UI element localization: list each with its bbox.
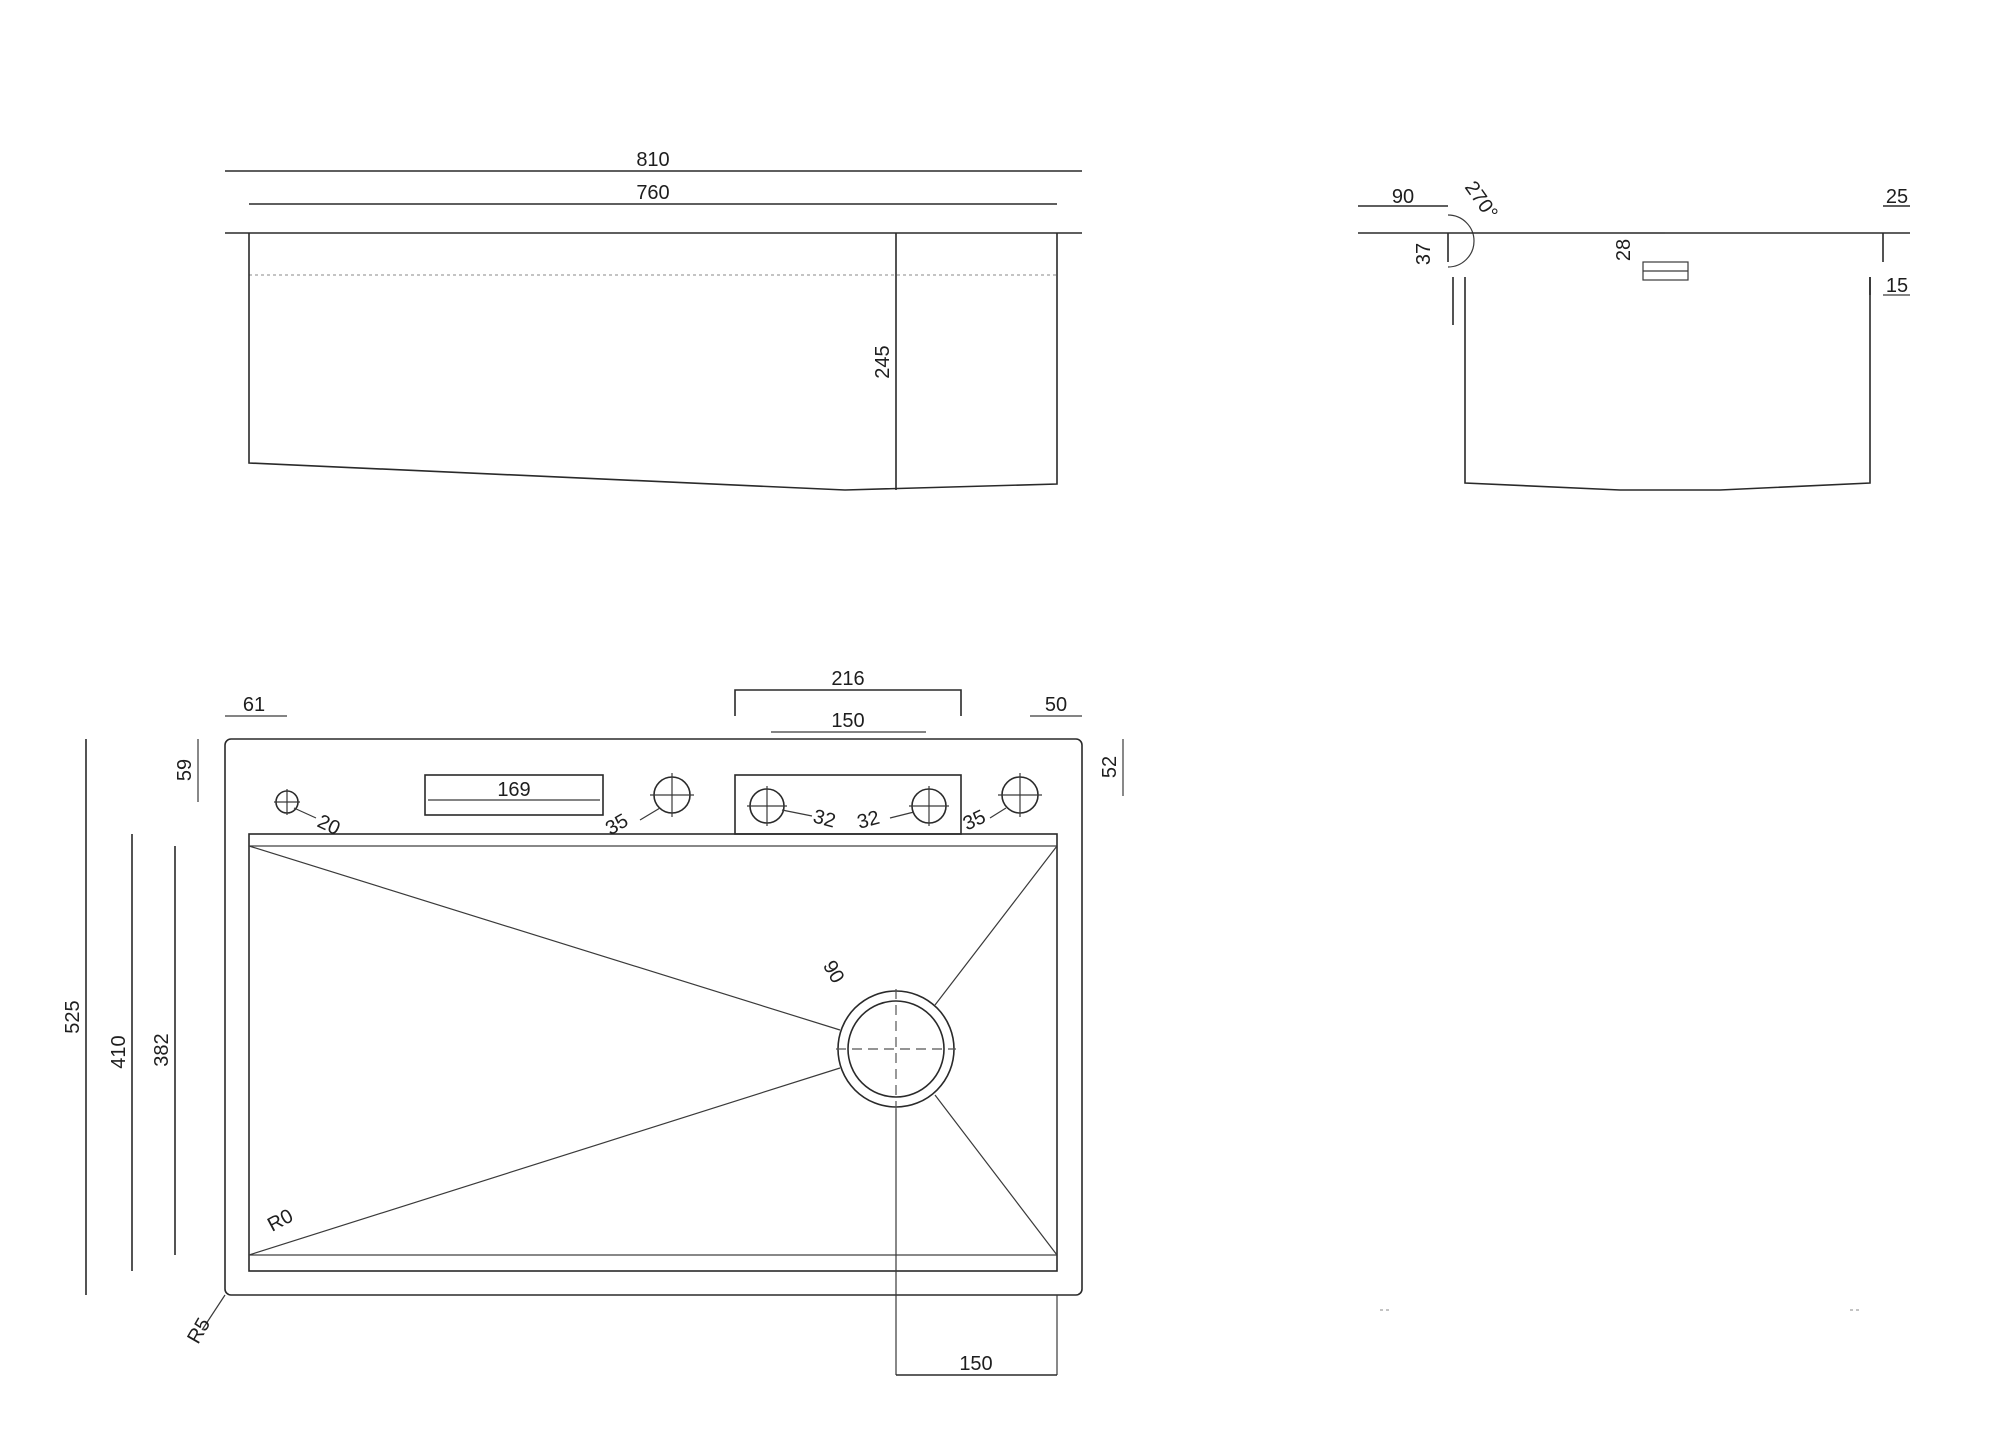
dim-label-150-top: 150 xyxy=(831,710,864,732)
fold-line-bottom-left xyxy=(248,1067,841,1256)
leader-35-right xyxy=(989,807,1007,819)
dim-label-61: 61 xyxy=(243,694,265,716)
dim-label-216: 216 xyxy=(831,668,864,690)
dim-label-32-right: 32 xyxy=(855,807,882,834)
sink-outer-rim xyxy=(224,738,1083,1296)
leader-32-right xyxy=(889,811,915,819)
dim-label-37: 37 xyxy=(1413,243,1435,265)
dim-label-270: 270° xyxy=(1460,177,1502,224)
drain-inner-circle xyxy=(847,1000,945,1098)
fold-line-top-left xyxy=(248,845,841,1031)
side-bowl-outline xyxy=(1464,277,1871,491)
front-bowl-outline xyxy=(248,233,1058,491)
dim-label-r5: R5 xyxy=(183,1314,215,1347)
dim-label-28: 28 xyxy=(1613,239,1635,261)
leader-20 xyxy=(293,807,317,819)
leader-35-left xyxy=(639,807,661,821)
dim-label-15: 15 xyxy=(1886,275,1908,297)
dim-label-20: 20 xyxy=(314,811,343,840)
dim-label-52: 52 xyxy=(1099,756,1121,778)
plan-view: 90 R0 R5 20 169 35 32 xyxy=(62,668,1124,1376)
front-elevation-view: 810 760 245 xyxy=(225,149,1082,491)
sink-bowl-inner xyxy=(248,845,1058,1256)
dim-label-59: 59 xyxy=(174,759,196,781)
leader-32-left xyxy=(781,809,813,817)
dim-label-35-left: 35 xyxy=(602,810,632,840)
dim-label-35-right: 35 xyxy=(960,806,989,835)
dim-label-525: 525 xyxy=(62,1000,84,1033)
side-elevation-view: 90 270° 37 28 25 15 xyxy=(1358,177,1910,1311)
dim-label-32-left: 32 xyxy=(811,806,838,833)
dim-label-245: 245 xyxy=(872,345,894,378)
fold-line-top-right xyxy=(934,845,1058,1006)
dim-label-810: 810 xyxy=(636,149,669,171)
dim-label-r0: R0 xyxy=(264,1205,297,1236)
dim-label-169: 169 xyxy=(497,779,530,801)
tray-recess xyxy=(734,774,962,835)
dim-label-760: 760 xyxy=(636,182,669,204)
leader-r5 xyxy=(201,1294,226,1331)
dim-label-90-drain: 90 xyxy=(818,957,848,987)
angle-arc xyxy=(1447,214,1475,268)
fold-line-bottom-right xyxy=(934,1094,1058,1256)
dim-label-90-side: 90 xyxy=(1392,186,1414,208)
dim-label-150-bottom: 150 xyxy=(959,1353,992,1375)
dim-label-25: 25 xyxy=(1886,186,1908,208)
slot-outline xyxy=(424,774,604,816)
dim-label-50: 50 xyxy=(1045,694,1067,716)
dim-label-382: 382 xyxy=(151,1033,173,1066)
dim-label-410: 410 xyxy=(108,1035,130,1068)
dim-bracket-216 xyxy=(734,689,962,716)
sink-bowl xyxy=(248,833,1058,1272)
